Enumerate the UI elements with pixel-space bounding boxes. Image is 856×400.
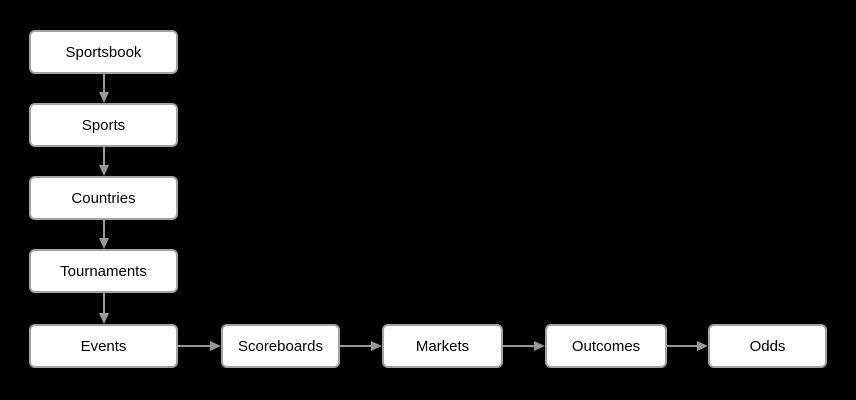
node-countries: Countries bbox=[29, 176, 178, 220]
arrow-shaft bbox=[103, 293, 105, 313]
node-label: Sports bbox=[81, 116, 126, 134]
arrow-shaft bbox=[103, 147, 105, 165]
arrow-head bbox=[99, 238, 109, 249]
arrow-head bbox=[210, 341, 221, 351]
arrow-head bbox=[99, 313, 109, 324]
arrow-head bbox=[371, 341, 382, 351]
arrow-shaft bbox=[103, 74, 105, 92]
arrow-head bbox=[697, 341, 708, 351]
node-markets: Markets bbox=[382, 324, 503, 368]
node-label: Events bbox=[80, 337, 127, 355]
node-outcomes: Outcomes bbox=[545, 324, 667, 368]
arrow-shaft bbox=[103, 220, 105, 238]
node-scoreboards: Scoreboards bbox=[221, 324, 340, 368]
node-odds: Odds bbox=[708, 324, 827, 368]
arrow-head bbox=[99, 92, 109, 103]
node-events: Events bbox=[29, 324, 178, 368]
node-label: Outcomes bbox=[571, 337, 641, 355]
node-label: Scoreboards bbox=[237, 337, 324, 355]
arrow-head bbox=[534, 341, 545, 351]
node-sportsbook: Sportsbook bbox=[29, 30, 178, 74]
node-sports: Sports bbox=[29, 103, 178, 147]
node-label: Tournaments bbox=[60, 262, 147, 280]
node-label: Odds bbox=[749, 337, 786, 355]
node-label: Sportsbook bbox=[65, 43, 142, 61]
arrow-shaft bbox=[340, 345, 371, 347]
node-label: Markets bbox=[415, 337, 470, 355]
node-label: Countries bbox=[71, 189, 136, 207]
arrow-head bbox=[99, 165, 109, 176]
arrow-shaft bbox=[178, 345, 210, 347]
arrow-shaft bbox=[503, 345, 534, 347]
arrow-shaft bbox=[667, 345, 697, 347]
node-tournaments: Tournaments bbox=[29, 249, 178, 293]
